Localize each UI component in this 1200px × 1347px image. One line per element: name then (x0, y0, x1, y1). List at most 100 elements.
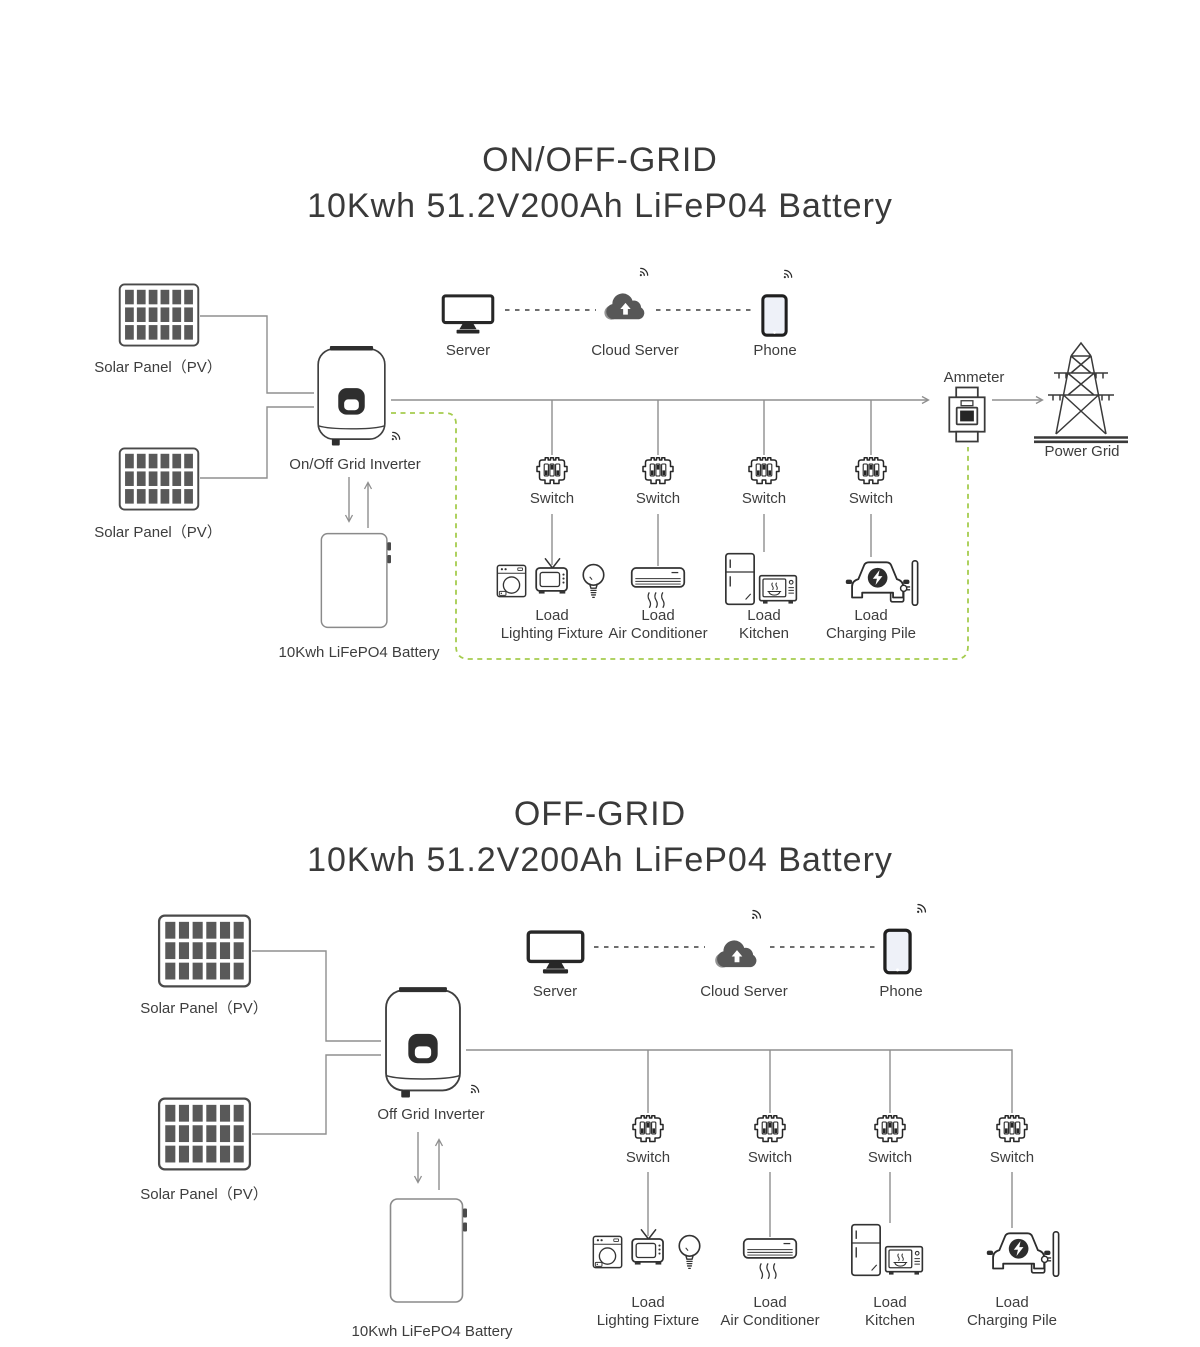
load-label-line2: Kitchen (738, 624, 790, 642)
switch-icon (536, 456, 568, 485)
battery-label: 10Kwh LiFePO4 Battery (351, 1323, 513, 1340)
cloud-server-label: Cloud Server (591, 342, 679, 359)
wire-panel2-to-inverter (252, 1054, 381, 1135)
load-label-line1: Load (631, 1294, 665, 1311)
wire-switch-drops (551, 400, 872, 455)
load-label-line2: Lighting Fixture (500, 624, 604, 642)
server-label: Server (445, 342, 491, 359)
wires-bottom (252, 950, 1013, 1237)
power-grid-tower-icon (1032, 341, 1130, 444)
switch-icon (632, 1115, 664, 1143)
switch-label: Switch (747, 1149, 793, 1166)
load-label-line1: Load (995, 1294, 1029, 1311)
phone-label: Phone (879, 983, 923, 1000)
cloud-server-icon (715, 940, 757, 968)
server-monitor-icon (526, 930, 585, 974)
phone-icon (761, 294, 788, 337)
battery-icon (320, 532, 391, 629)
wires-top (200, 315, 1044, 566)
ev-charging-icon (985, 1230, 1060, 1278)
wifi-icon (912, 902, 928, 918)
phone-icon (883, 928, 912, 975)
load-label-line1: Load (873, 1294, 907, 1311)
switch-icon (748, 456, 780, 485)
solar-panel-icon (157, 1097, 252, 1171)
switch-label: Switch (989, 1149, 1035, 1166)
wire-panel1-to-inverter (200, 315, 314, 394)
inverter-label: On/Off Grid Inverter (289, 456, 421, 473)
wifi-icon (466, 1083, 481, 1098)
load-label-line1: Load (854, 607, 888, 624)
switch-label: Switch (848, 490, 894, 507)
solar-panel-label: Solar Panel（PV） (140, 1000, 268, 1017)
load-label: Load Lighting Fixture (597, 1294, 700, 1329)
solar-panel-icon (118, 283, 200, 347)
load-label: Load Charging Pile (826, 607, 916, 642)
bulb-icon (582, 563, 605, 599)
load-label-line2: Air Conditioner (720, 1311, 820, 1329)
on-off-grid-diagram (118, 266, 1130, 660)
wire-panel2-to-inverter (200, 406, 314, 479)
switch-icon (855, 456, 887, 485)
switch-icon (754, 1115, 786, 1143)
air-conditioner-icon (630, 567, 686, 609)
switch-icon (996, 1115, 1028, 1143)
solar-panel-label: Solar Panel（PV） (94, 359, 222, 376)
wire-switch-drops (647, 1050, 891, 1113)
solar-panel-icon (157, 914, 252, 988)
section-title-line1: ON/OFF-GRID (482, 141, 718, 179)
battery-icon (389, 1198, 467, 1303)
load-label-line2: Kitchen (864, 1311, 916, 1329)
load-label-line1: Load (641, 607, 675, 624)
cloud-server-label: Cloud Server (700, 983, 788, 1000)
washing-machine-icon (592, 1235, 623, 1269)
section-title-line2: 10Kwh 51.2V200Ah LiFeP04 Battery (307, 187, 893, 225)
wifi-icon (387, 430, 402, 445)
cloud-server-icon (604, 293, 645, 320)
switch-label: Switch (529, 490, 575, 507)
switch-icon (874, 1115, 906, 1143)
section-title-line2: 10Kwh 51.2V200Ah LiFeP04 Battery (307, 841, 893, 879)
bulb-icon (678, 1234, 701, 1270)
load-label-line2: Charging Pile (825, 624, 917, 642)
solar-panel-label: Solar Panel（PV） (140, 1186, 268, 1203)
load-label-line1: Load (535, 607, 569, 624)
load-label-line2: Charging Pile (966, 1311, 1058, 1329)
load-label-line1: Load (753, 1294, 787, 1311)
switch-icon (642, 456, 674, 485)
section-title-line1: OFF-GRID (513, 795, 687, 833)
wire-panel1-to-inverter (252, 950, 381, 1042)
switch-label: Switch (625, 1149, 671, 1166)
switch-label: Switch (741, 490, 787, 507)
ammeter-label: Ammeter (943, 369, 1005, 386)
switch-label: Switch (635, 490, 681, 507)
load-label-line1: Load (747, 607, 781, 624)
phone-label: Phone (753, 342, 797, 359)
wifi-icon (779, 268, 794, 283)
wire-ac-bus (466, 1049, 1013, 1113)
load-label: Load Charging Pile (967, 1294, 1057, 1329)
load-label: Load Kitchen (865, 1294, 915, 1329)
inverter-icon (385, 986, 461, 1098)
off-grid-diagram (157, 902, 1060, 1303)
load-label: Load Kitchen (739, 607, 789, 642)
solar-panel-label: Solar Panel（PV） (94, 524, 222, 541)
server-monitor-icon (441, 294, 495, 334)
load-label-line2: Lighting Fixture (596, 1311, 700, 1329)
solar-panel-icon (118, 447, 200, 511)
wifi-icon (635, 266, 650, 281)
load-label: Load Air Conditioner (608, 607, 707, 642)
load-label-line2: Air Conditioner (608, 624, 708, 642)
air-conditioner-icon (742, 1238, 798, 1280)
ev-charging-icon (844, 559, 919, 607)
load-label: Load Lighting Fixture (501, 607, 604, 642)
energy-flow-dashed-path (391, 412, 969, 660)
fridge-icon (851, 1223, 881, 1277)
microwave-icon (758, 574, 798, 605)
washing-machine-icon (496, 564, 527, 598)
ammeter-icon (948, 386, 986, 443)
switch-label: Switch (867, 1149, 913, 1166)
fridge-icon (725, 552, 755, 606)
